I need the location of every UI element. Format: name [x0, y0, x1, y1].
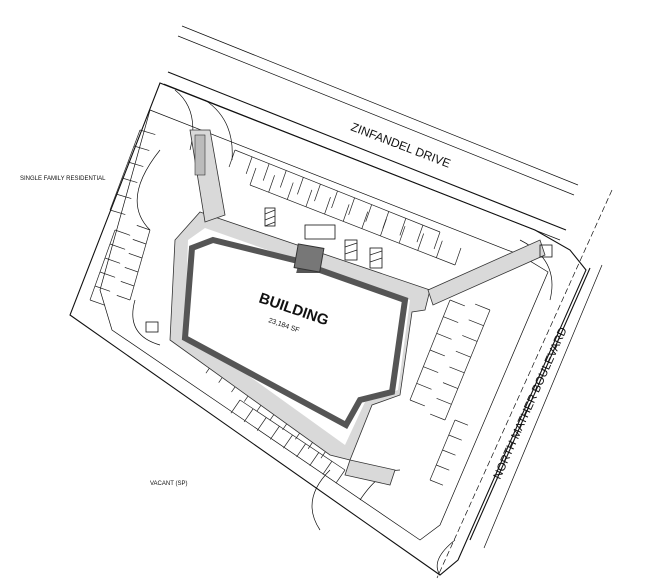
parking-stall-stripe [442, 382, 458, 389]
parking-row-line [89, 229, 116, 301]
crosswalk-south [344, 459, 396, 486]
parking-stall-stripe [121, 177, 138, 183]
parking-stall-stripe [454, 247, 462, 266]
parking-stall-stripe [380, 218, 387, 237]
parking-stall-stripe [449, 366, 465, 374]
property-boundary [69, 82, 587, 576]
parking-stall-stripe [454, 419, 469, 426]
parking-stall-stripe [314, 184, 321, 202]
parking-stall-stripe [230, 399, 241, 414]
parking-row-line [444, 309, 491, 421]
parking-stall-stripe [256, 417, 267, 431]
parking-stall-stripe [296, 443, 306, 458]
parking-stall-stripe [99, 271, 116, 278]
parking-stall-stripe [416, 225, 424, 243]
parking-row-line [249, 184, 456, 266]
single-family-residential-label: SINGLE FAMILY RESIDENTIAL [20, 176, 106, 182]
parking-stall-stripe [475, 303, 491, 311]
parking-stall-stripe [114, 229, 131, 236]
parking-stall-stripe [309, 452, 320, 466]
parking-stall-stripe [436, 333, 452, 340]
parking-stall-stripe [335, 469, 346, 484]
parking-stall-stripe [136, 225, 151, 231]
parking-stall-stripe [132, 239, 147, 245]
parking-stall-stripe [436, 464, 450, 471]
parking-stall-stripe [262, 163, 270, 181]
parking-stall-stripe [417, 233, 425, 251]
site-details [145, 134, 553, 333]
north-mather-boulevard-label: NORTH MATHER BOULEVARD [492, 326, 570, 481]
parking-stall-stripe [120, 281, 135, 287]
parking-stall-stripe [243, 408, 254, 423]
parking-stall-stripe [436, 240, 443, 258]
hatched-areas [264, 207, 383, 269]
parking-stall-stripe [399, 218, 407, 236]
parking-stall-stripe [305, 189, 313, 207]
parking-stall-stripe [127, 161, 144, 167]
parking-stall-stripe [128, 253, 143, 259]
parking-stall-stripe [462, 335, 478, 342]
parking-stall-stripe [436, 398, 452, 405]
parking-stall-stripe [133, 145, 150, 151]
parking-stall-stripe [429, 349, 445, 357]
parking-stall-stripe [109, 209, 126, 215]
parking-stall-stripe [286, 182, 294, 200]
parking-stall-stripe [109, 243, 126, 250]
parking-stall-stripe [268, 175, 275, 193]
parking-stall-stripe [89, 299, 106, 306]
parking-row-line [109, 129, 141, 211]
parking-stall-stripe [361, 211, 369, 229]
parking-stall-stripe [365, 204, 372, 222]
parking-stall-stripe [324, 196, 331, 215]
parking-stall-stripe [270, 426, 280, 440]
parking-stall-stripe [455, 350, 471, 358]
parking-stall-stripe [283, 434, 293, 449]
parking-stall-stripe [245, 156, 253, 174]
parking-stall-stripe [448, 434, 462, 441]
parking-stall-stripe [429, 479, 444, 486]
parking-stall-stripe [398, 226, 406, 244]
north-mather-boulevard-lines [436, 189, 613, 579]
parking-stall-stripe [433, 231, 441, 250]
parking-stall-stripe [348, 197, 355, 215]
driveway-arcs [132, 89, 553, 576]
parking-stall-stripe [442, 449, 456, 456]
parking-stall-stripe [124, 267, 139, 273]
parking-stall-stripe [297, 177, 304, 195]
parking-stall-stripe [443, 316, 459, 323]
walkway-path-northeast [427, 239, 546, 306]
parking-stall-stripe [409, 399, 425, 407]
parking-stall-stripe [331, 190, 338, 209]
parking-stall-stripe [468, 319, 484, 327]
parking-stall-stripe [449, 299, 465, 307]
parking-stall-stripe [342, 204, 350, 222]
parking-stall-stripe [416, 383, 432, 390]
parking-stall-stripe [139, 129, 156, 135]
parking-stall-stripe [430, 413, 446, 421]
parking-stall-stripe [423, 366, 439, 373]
parking-stall-stripe [116, 295, 131, 301]
parking-stall-stripe [322, 461, 333, 475]
parking-stall-stripe [94, 285, 111, 292]
vacant-sp-label: VACANT (SP) [150, 481, 187, 487]
parking-row-line [129, 229, 151, 301]
building-entry [293, 243, 325, 273]
parking-stall-stripe [104, 257, 121, 264]
parking-stall-stripe [279, 170, 287, 188]
parking-stall-stripe [249, 167, 257, 186]
parking-stall-stripe [115, 193, 132, 199]
